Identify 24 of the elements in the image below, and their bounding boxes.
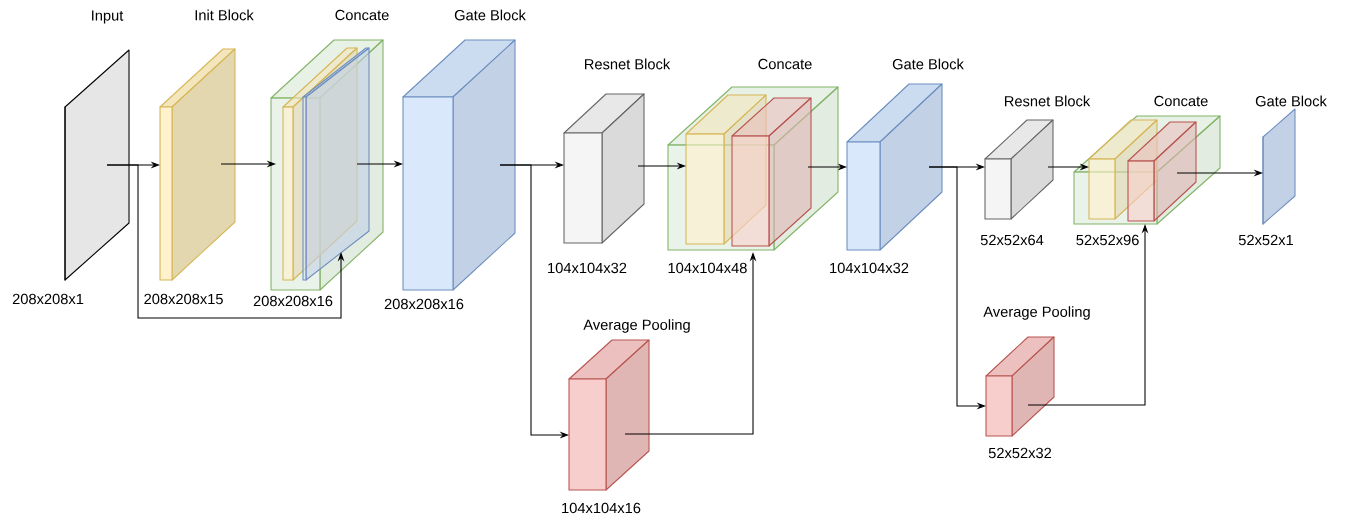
size-label: 208x208x16 bbox=[253, 295, 333, 307]
size-label: 104x104x48 bbox=[668, 262, 747, 274]
size-label: 104x104x32 bbox=[548, 262, 627, 274]
block-title: Gate Block bbox=[1255, 95, 1327, 107]
size-label: 52x52x96 bbox=[1076, 234, 1139, 246]
size-label: 104x104x16 bbox=[562, 502, 641, 514]
block-title: Gate Block bbox=[892, 58, 964, 70]
block-title: Concate bbox=[758, 58, 812, 70]
size-label: 52x52x32 bbox=[988, 447, 1052, 459]
block-title: Concate bbox=[335, 9, 389, 21]
block-title: Input bbox=[92, 10, 124, 24]
size-label: 52x52x1 bbox=[1238, 234, 1293, 246]
block-title: Gate Block bbox=[454, 9, 526, 21]
block-title: Init Block bbox=[195, 9, 254, 21]
size-label: 52x52x64 bbox=[980, 234, 1044, 246]
size-label: 104x104x32 bbox=[830, 262, 909, 274]
block-title: Average Pooling bbox=[583, 319, 690, 333]
block-title: Resnet Block bbox=[585, 58, 671, 70]
block-title: Concate bbox=[1154, 95, 1208, 107]
block-title: Average Pooling bbox=[983, 306, 1090, 320]
size-label: 208x208x1 bbox=[12, 293, 84, 305]
block-title: Resnet Block bbox=[1005, 95, 1091, 107]
size-label: 208x208x15 bbox=[144, 293, 223, 305]
size-label: 208x208x16 bbox=[384, 298, 464, 310]
